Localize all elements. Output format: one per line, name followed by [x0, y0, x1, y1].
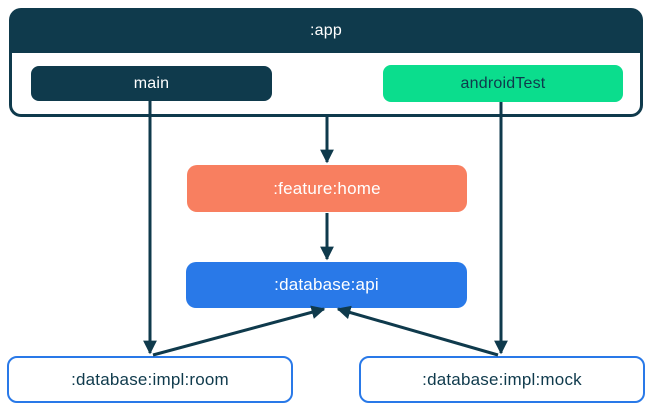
node-feature-home: :feature:home — [187, 165, 467, 212]
node-main-source-set: main — [31, 66, 272, 101]
edge-layer — [143, 101, 508, 357]
edge-databaseImplRoom-to-databaseApi — [152, 305, 326, 357]
node-androidtest-source-set: androidTest — [383, 65, 623, 102]
edge-databaseImplMock-to-databaseApi — [336, 305, 499, 357]
node-database-impl-mock: :database:impl:mock — [359, 356, 645, 403]
node-database-api: :database:api — [186, 262, 467, 308]
node-database-impl-room: :database:impl:room — [7, 356, 293, 403]
node-app-label: :app — [310, 21, 342, 39]
